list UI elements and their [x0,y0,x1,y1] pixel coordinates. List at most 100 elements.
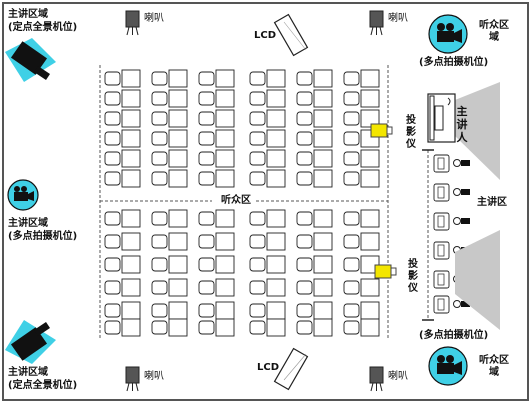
speaker-top-right-icon [369,10,384,36]
fixed-camera-bottom-left-icon [5,320,56,364]
label-multi-cam-left: (多点拍摄机位) [8,231,78,242]
audience-seat [151,69,188,88]
stage-chair [433,295,470,314]
podium-icon [427,93,456,143]
audience-seats [104,69,380,337]
audience-seat [104,69,141,88]
audience-seat [343,89,380,108]
fixed-camera-top-left-icon [5,38,56,82]
audience-seat [151,232,188,251]
audience-seat [343,318,380,337]
audience-seat [198,301,235,320]
label-speaker-top-right: 喇叭 [388,13,408,24]
audience-seat [249,255,286,274]
speaker-bottom-right-icon [369,366,384,392]
audience-seat [296,209,333,228]
audience-seat [343,232,380,251]
label-fixed-pano-bottom-left: (定点全景机位) [8,380,78,391]
audience-seat [198,129,235,148]
audience-seat [343,149,380,168]
audience-seat [249,149,286,168]
audience-seat [151,255,188,274]
audience-seat [249,169,286,188]
audience-seat [198,209,235,228]
stage-chair [433,212,470,231]
audience-seat [343,255,380,274]
audience-seat [296,318,333,337]
audience-seat [296,232,333,251]
audience-seat [296,149,333,168]
stage-chair [433,241,470,260]
audience-seat [198,149,235,168]
multi-camera-left-icon [7,179,39,211]
label-speaker-bottom-right: 喇叭 [388,371,408,382]
audience-seat [104,255,141,274]
label-multi-cam-top-right: (多点拍摄机位) [419,57,489,68]
audience-seat [249,318,286,337]
audience-seat [104,89,141,108]
audience-seat [296,109,333,128]
audience-seat [104,129,141,148]
label-audience-area-bottom: 听众区域 [479,355,509,378]
audience-seat [198,69,235,88]
label-speaker-bottom-left: 喇叭 [144,371,164,382]
audience-seat [198,232,235,251]
audience-seat [151,209,188,228]
label-fixed-pano-top-left: (定点全景机位) [8,22,78,33]
audience-seat [249,109,286,128]
audience-seat [104,318,141,337]
audience-seat [104,232,141,251]
label-projector-bottom: 投影仪 [408,259,418,294]
speaker-bottom-left-icon [125,366,140,392]
audience-seat [296,301,333,320]
projector-bottom-icon [374,264,397,279]
projection-screen-top [455,82,500,180]
stage-chair [433,154,470,173]
audience-seat [249,232,286,251]
audience-seat [198,109,235,128]
audience-seat [296,69,333,88]
label-speaker-top-left: 喇叭 [144,13,164,24]
speaker-top-left-icon [125,10,140,36]
label-audience-zone: 听众区 [219,195,253,207]
audience-seat [198,255,235,274]
audience-seat [249,278,286,297]
audience-seat [343,169,380,188]
multi-camera-top-right-icon [428,14,468,54]
lcd-screen-bottom-icon [273,347,309,391]
audience-seat [104,278,141,297]
label-lcd-bottom: LCD [257,362,280,373]
multi-camera-bottom-right-icon [428,346,468,386]
audience-seat [343,209,380,228]
audience-seat [343,69,380,88]
projection-screen-bottom [455,230,500,330]
audience-seat [249,301,286,320]
audience-seat [151,318,188,337]
audience-seat [151,109,188,128]
audience-seat [151,89,188,108]
audience-seat [296,255,333,274]
label-projector-top: 投影仪 [406,115,416,150]
projector-top-icon [370,123,393,138]
audience-seat [198,278,235,297]
audience-seat [343,301,380,320]
label-audience-area-top: 听众区域 [479,20,509,43]
audience-seat [151,278,188,297]
stage-chairs [433,154,470,314]
audience-seat [104,109,141,128]
audience-seat [249,129,286,148]
audience-seat [104,209,141,228]
label-main-speaker: 主讲人 [456,105,468,144]
lcd-screen-top-icon [273,13,309,57]
label-multi-cam-bottom-right: (多点拍摄机位) [419,330,489,341]
audience-seat [249,209,286,228]
audience-seat [296,129,333,148]
audience-seat [249,89,286,108]
audience-seat [104,169,141,188]
label-main-area-bottom-left: 主讲区域 [8,367,48,378]
audience-seat [151,129,188,148]
label-main-area-left: 主讲区域 [8,218,48,229]
